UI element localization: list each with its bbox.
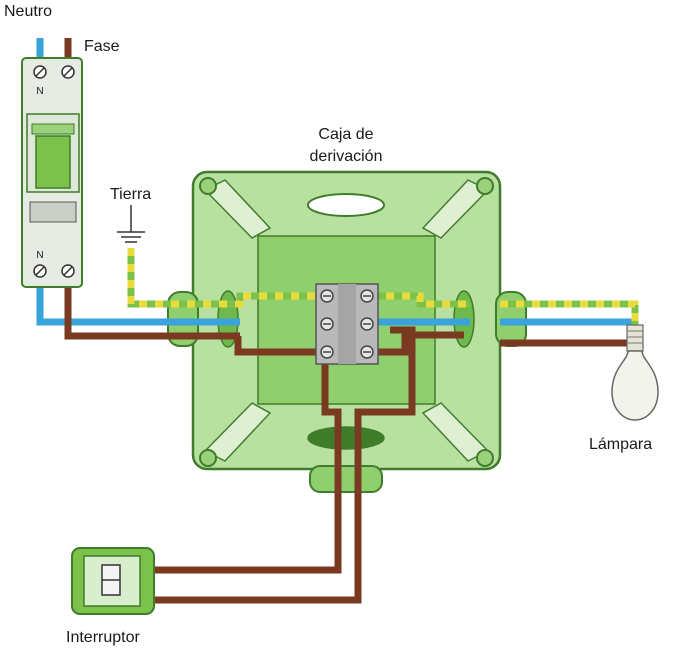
- breaker-n-top: N: [36, 86, 43, 97]
- label-tierra: Tierra: [110, 186, 151, 203]
- ground-symbol-icon: [117, 205, 145, 243]
- switch-wire-1: [152, 352, 342, 574]
- terminal-block: [315, 283, 379, 365]
- switch-icon: [71, 547, 155, 615]
- lamp-bulb-icon: [611, 324, 659, 421]
- label-caja-line2: derivación: [310, 148, 383, 165]
- breaker-icon: N N: [21, 57, 83, 288]
- label-neutro: Neutro: [4, 3, 52, 20]
- wires: [36, 38, 639, 604]
- neutral-wire-in: [36, 38, 240, 326]
- label-caja-line1: Caja de: [318, 126, 373, 143]
- label-interruptor: Interruptor: [66, 629, 140, 646]
- label-lampara: Lámpara: [589, 436, 652, 453]
- label-fase: Fase: [84, 38, 120, 55]
- phase-wire-in: [64, 38, 240, 340]
- breaker-n-bottom: N: [36, 250, 43, 261]
- switch-wire-2: [152, 326, 416, 604]
